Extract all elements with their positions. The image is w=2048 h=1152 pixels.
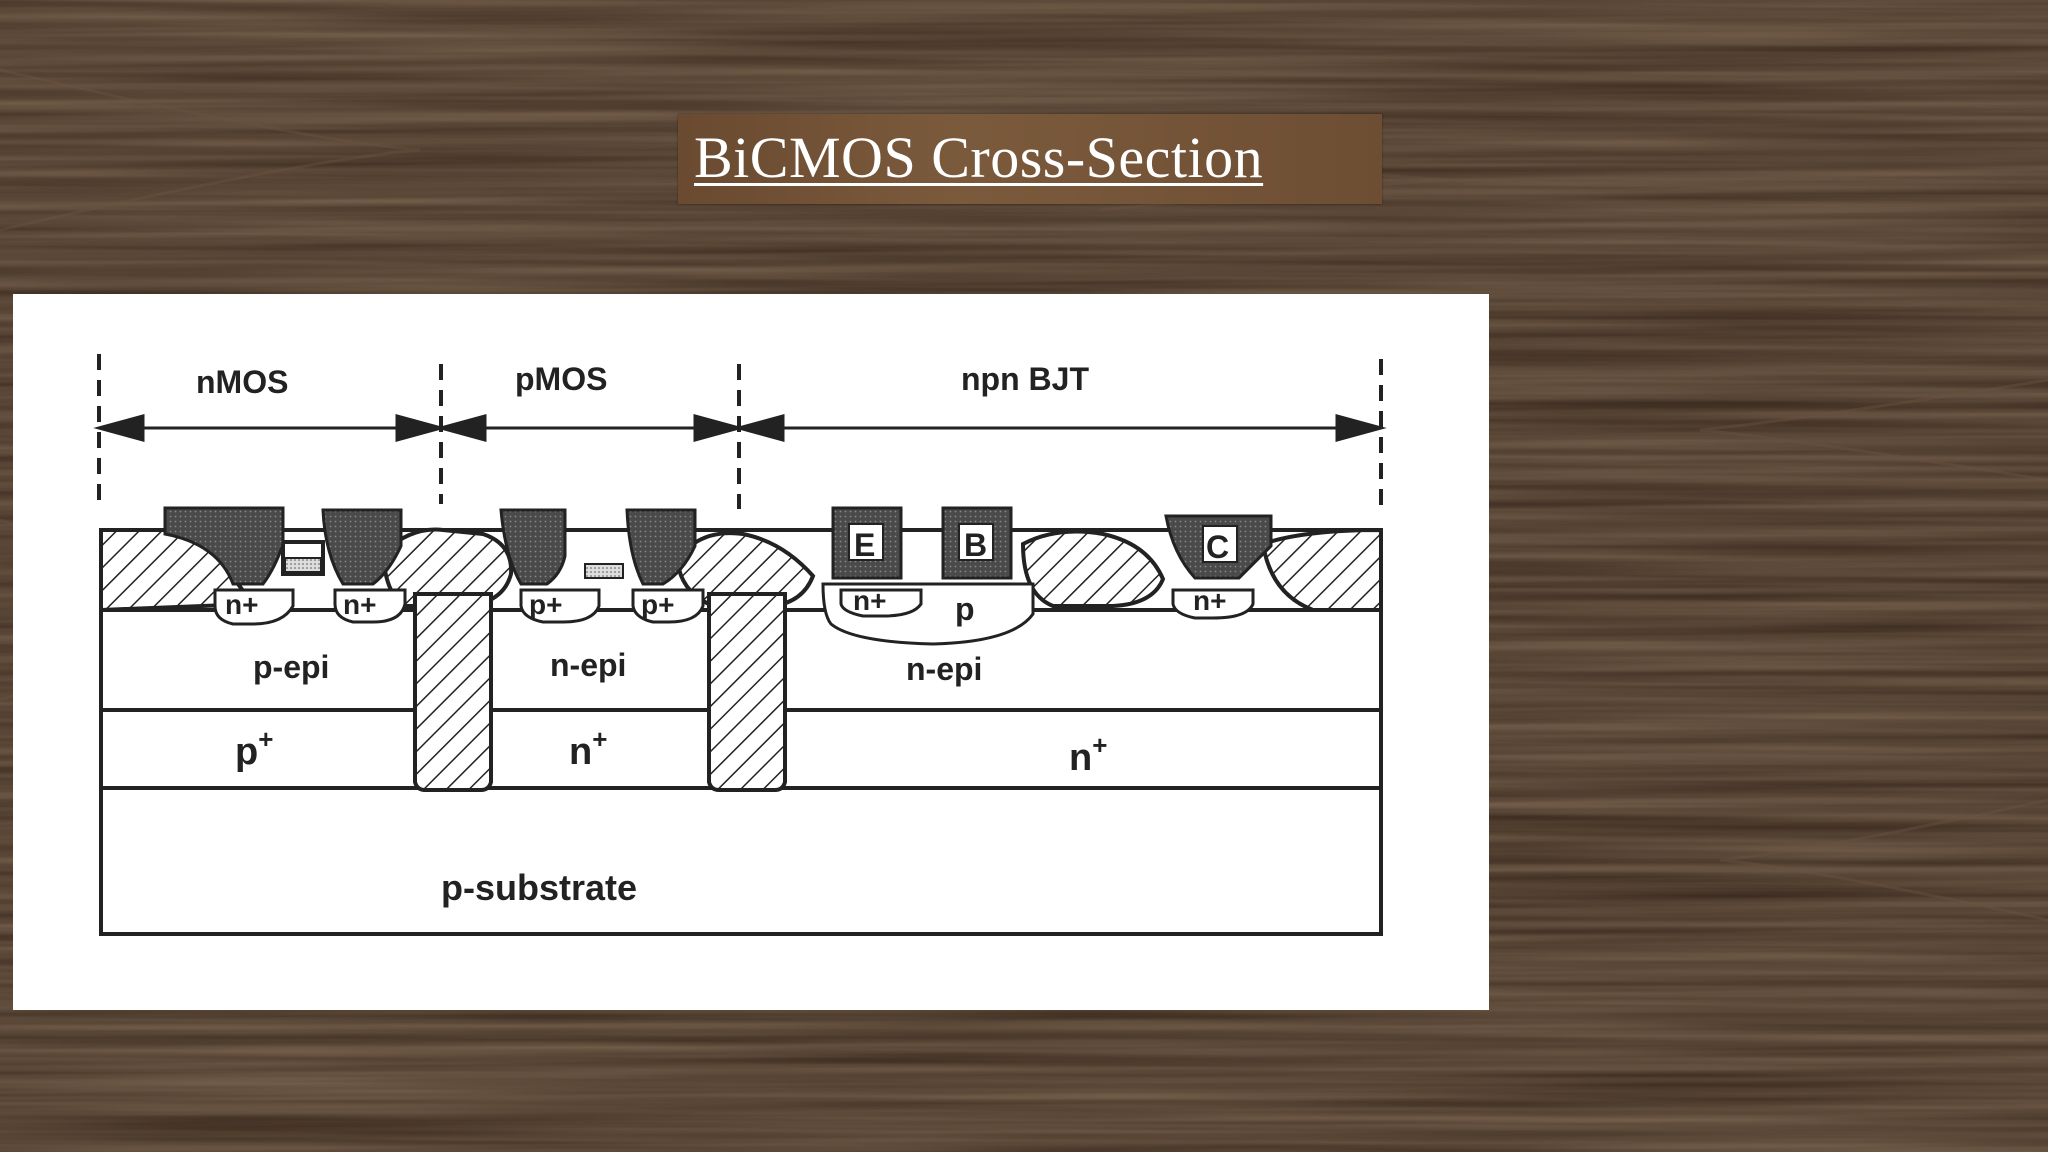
label-p-plus-2: p+ [641,589,674,620]
gate-contacts [163,506,1273,586]
label-emitter-n-plus: n+ [853,585,886,616]
region-span-arrows [93,414,1387,442]
region-dividers [97,354,1383,514]
terminal-boxes [848,523,1238,563]
label-collector-n-plus: n+ [1193,585,1226,616]
cross-section-figure: nMOS pMOS npn BJT [13,294,1489,1010]
label-nmos: nMOS [196,364,288,400]
thin-gate-oxides [284,557,624,579]
label-n-epi-pmos: n-epi [550,647,626,683]
label-pmos: pMOS [515,361,607,397]
label-n-epi-bjt: n-epi [906,651,982,687]
slide-title: BiCMOS Cross-Section [694,125,1264,190]
diffusion-wells [213,582,1255,646]
label-npn-bjt: npn BJT [961,361,1089,397]
label-n-plus-2: n+ [343,589,376,620]
label-p-epi: p-epi [253,649,329,685]
terminal-emitter: E [854,527,875,563]
label-base-p: p [955,591,975,627]
terminal-base: B [964,527,987,563]
terminal-collector: C [1206,529,1229,565]
cross-section-diagram: nMOS pMOS npn BJT [93,354,1387,936]
label-n-buried-bjt: n+ [1069,730,1107,779]
label-substrate: p-substrate [441,867,637,908]
label-p-plus-1: p+ [529,589,562,620]
label-n-plus-1: n+ [225,589,258,620]
title-plate: BiCMOS Cross-Section [678,114,1382,204]
label-p-buried: p+ [235,724,273,773]
isolation-trenches [413,592,787,792]
label-n-buried-pmos: n+ [569,724,607,773]
